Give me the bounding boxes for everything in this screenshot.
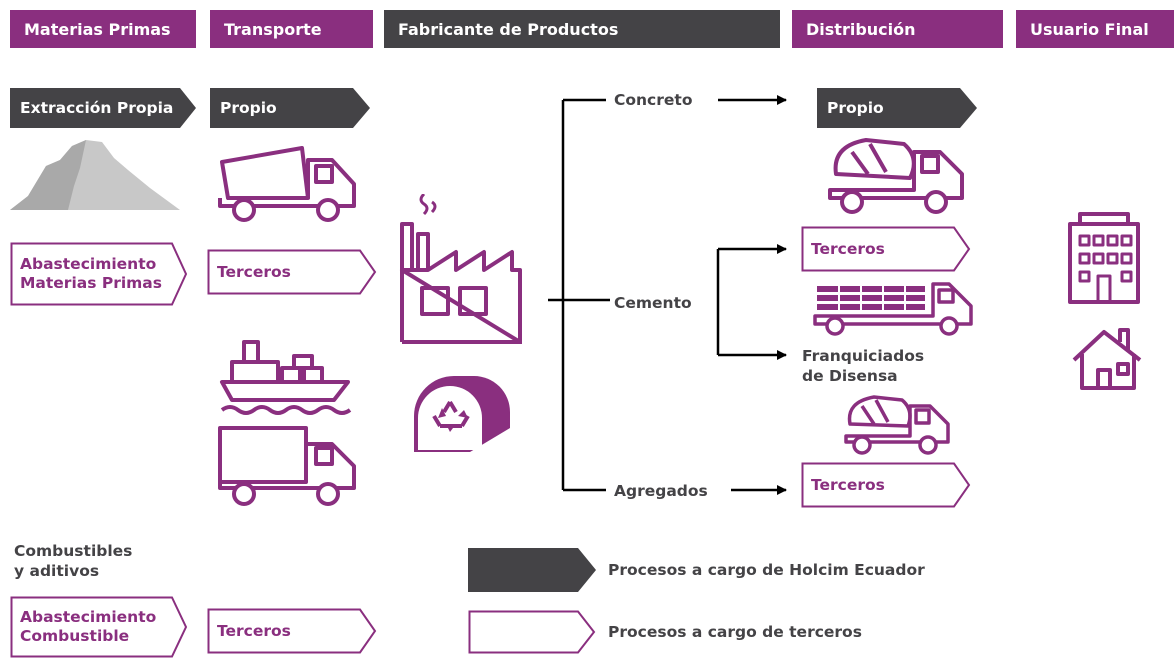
legend-holcim-swatch <box>468 548 596 596</box>
tag-distribucion-terceros-agregados: Terceros <box>801 462 971 508</box>
flatbed-truck-icon <box>813 278 977 340</box>
tag-label: Abastecimiento Materias Primas <box>20 255 162 292</box>
tag-label: Terceros <box>811 239 885 258</box>
cargo-ship-icon <box>218 338 358 420</box>
tag-label: Terceros <box>217 621 291 640</box>
tag-abastecimiento-materias: Abastecimiento Materias Primas <box>10 242 188 306</box>
header-distribucion: Distribución <box>792 10 1003 48</box>
tag-label: Abastecimiento Combustible <box>20 608 157 645</box>
product-concreto: Concreto <box>614 91 693 109</box>
tag-label: Propio <box>827 98 884 117</box>
product-agregados: Agregados <box>614 482 708 500</box>
factory-icon <box>398 192 528 348</box>
recycling-dome-icon <box>410 372 514 458</box>
legend-terceros-swatch <box>468 610 596 658</box>
tag-abastecimiento-combustible: Abastecimiento Combustible <box>10 596 188 658</box>
header-materias-primas: Materias Primas <box>10 10 196 48</box>
mountain-icon <box>10 138 180 214</box>
franquiciados-label: Franquiciados de Disensa <box>802 347 925 385</box>
tag-label: Terceros <box>811 475 885 494</box>
tag-label: Extracción Propia <box>20 98 174 117</box>
header-fabricante: Fabricante de Productos <box>384 10 780 48</box>
tag-label: Terceros <box>217 262 291 281</box>
legend-terceros-label: Procesos a cargo de terceros <box>608 623 862 641</box>
tag-label: Propio <box>220 98 277 117</box>
box-truck-icon <box>216 422 364 512</box>
tag-extraccion-propia: Extracción Propia <box>10 88 196 128</box>
tag-transporte-terceros-2: Terceros <box>207 608 377 654</box>
mixer-truck-small-icon <box>842 392 954 460</box>
mixer-truck-icon <box>826 134 970 220</box>
tag-distribucion-terceros-cemento: Terceros <box>801 226 971 272</box>
product-cemento: Cemento <box>614 294 692 312</box>
legend-holcim-label: Procesos a cargo de Holcim Ecuador <box>608 561 925 579</box>
header-usuario-final: Usuario Final <box>1016 10 1174 48</box>
apartment-building-icon <box>1066 210 1142 308</box>
dump-truck-icon <box>216 140 364 228</box>
tag-transporte-terceros-1: Terceros <box>207 249 377 295</box>
tag-transporte-propio: Propio <box>210 88 370 128</box>
tag-distribucion-propio: Propio <box>817 88 977 128</box>
house-icon <box>1070 326 1150 396</box>
combustibles-label: Combustibles y aditivos <box>14 542 133 580</box>
header-transporte: Transporte <box>210 10 373 48</box>
